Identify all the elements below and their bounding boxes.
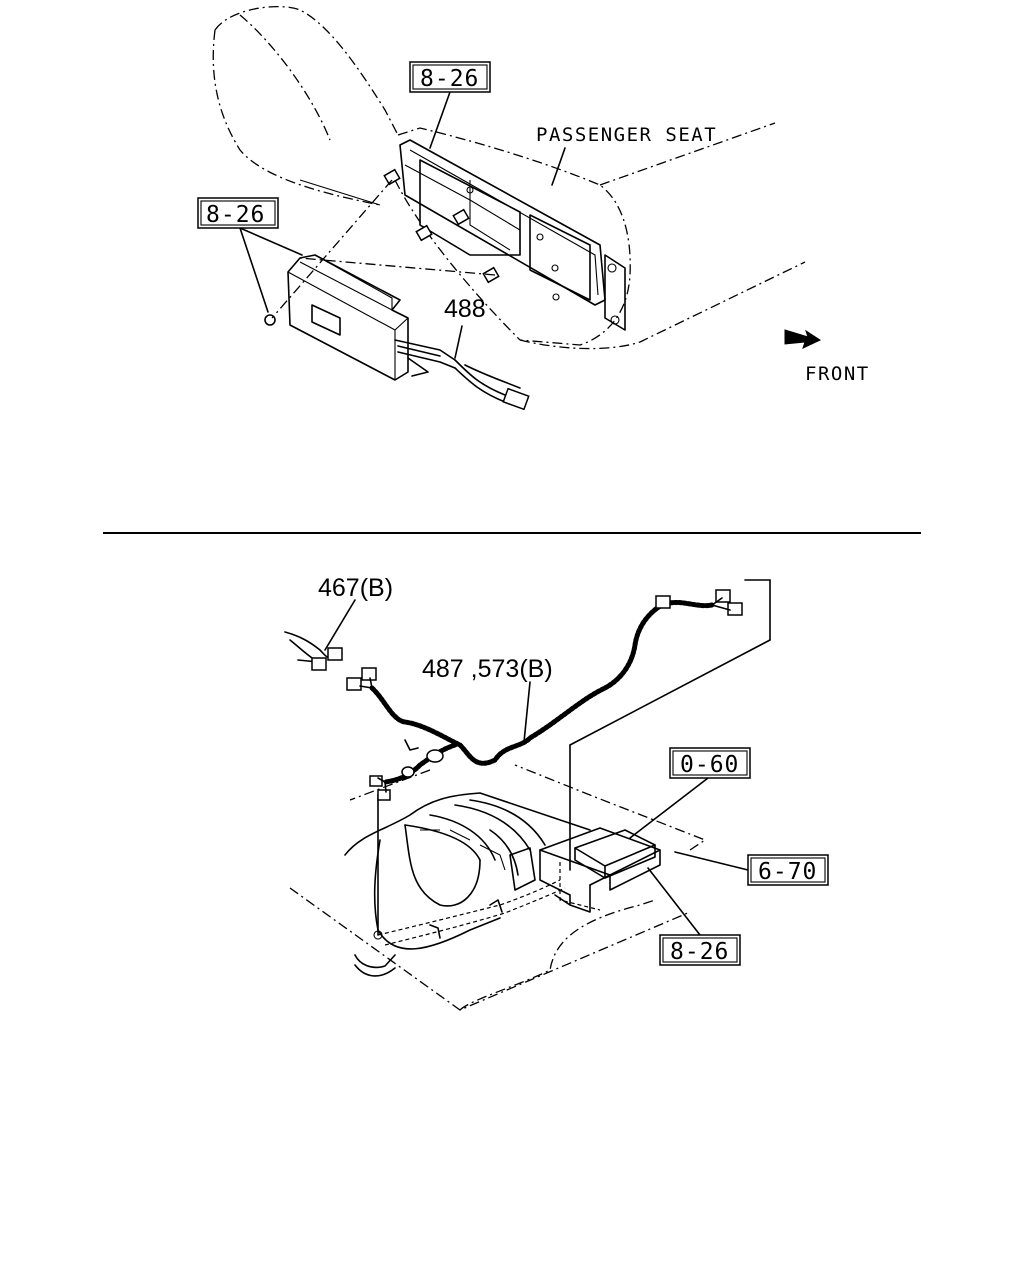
- ref-8-26-bottom: 8-26: [659, 934, 741, 966]
- passenger-seat-label: PASSENGER SEAT: [536, 124, 717, 146]
- passenger-seat-drawing: [212, 5, 822, 411]
- seat-bracket: [383, 139, 626, 331]
- ref-6-70-text: 6-70: [758, 859, 817, 885]
- harness-467b: [284, 599, 356, 671]
- harness-487-573: [346, 589, 743, 801]
- ref-0-60-text: 0-60: [680, 752, 739, 778]
- ref-8-26-left: 8-26: [197, 197, 279, 229]
- ref-6-70: 6-70: [747, 854, 829, 886]
- front-arrow-icon: [784, 329, 822, 349]
- ref-8-26-top-text: 8-26: [420, 66, 479, 92]
- ref-0-60: 0-60: [669, 747, 751, 779]
- control-unit-box: [264, 254, 429, 381]
- ref-8-26-left-text: 8-26: [206, 202, 265, 228]
- part-488-label: 488: [444, 295, 486, 323]
- part-467b-label: 467(B): [318, 574, 393, 602]
- part-487-573b-label: 487 ,573(B): [422, 655, 553, 683]
- ref-8-26-bottom-text: 8-26: [670, 939, 729, 965]
- harness-488: [394, 325, 530, 411]
- front-label: FRONT: [805, 363, 870, 385]
- floor-harness-drawing: [289, 579, 771, 1011]
- ref-8-26-top: 8-26: [409, 61, 491, 93]
